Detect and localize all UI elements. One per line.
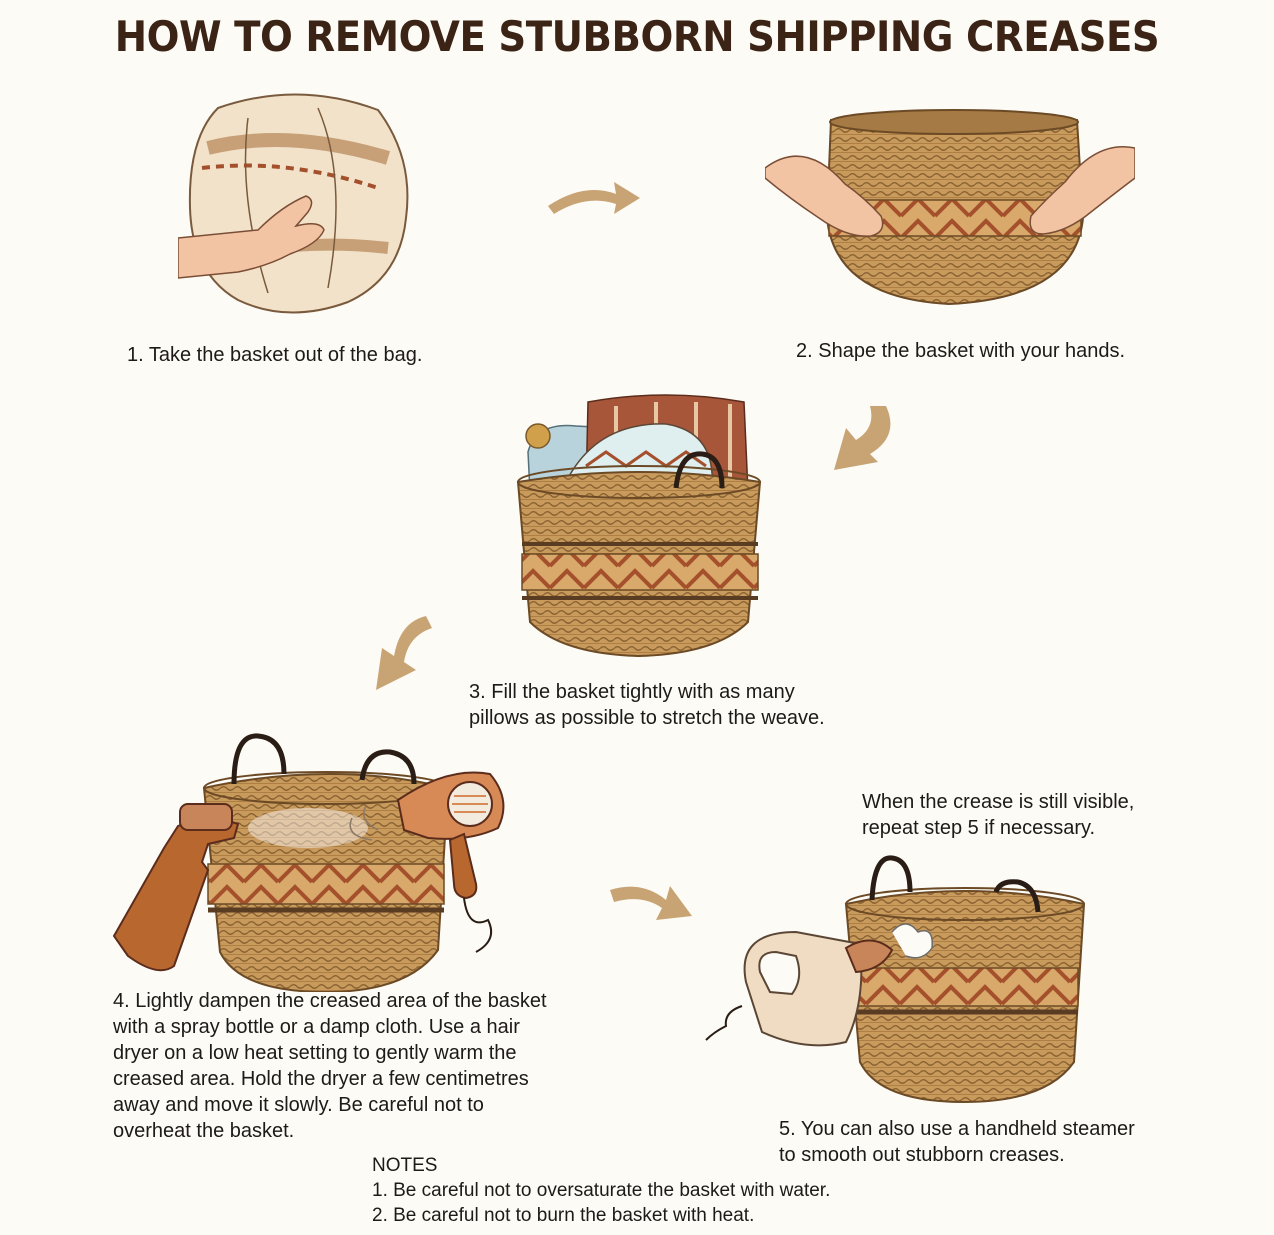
arrow-1-to-2: [544, 170, 644, 220]
step-4-line-6: overheat the basket.: [113, 1120, 295, 1142]
step-1-caption: 1. Take the basket out of the bag.: [127, 344, 423, 366]
step-5-line-2: to smooth out stubborn creases.: [779, 1144, 1065, 1166]
step-3-illustration: [516, 392, 762, 662]
page-title: HOW TO REMOVE STUBBORN SHIPPING CREASES: [114, 12, 1160, 61]
step-2-caption: 2. Shape the basket with your hands.: [796, 340, 1126, 362]
notes-item-1: 1. Be careful not to oversaturate the ba…: [372, 1180, 831, 1201]
step-5-illustration: [696, 852, 1088, 1104]
tip-caption: When the crease is still visible, repeat…: [862, 789, 1134, 841]
step-4-caption: 4. Lightly dampen the creased area of th…: [113, 988, 547, 1144]
step-5-line-1: 5. You can also use a handheld steamer: [779, 1118, 1135, 1140]
step-2-illustration: [764, 108, 1136, 310]
arrow-3-to-4: [366, 612, 436, 692]
step-4-line-1: 4. Lightly dampen the creased area of th…: [113, 990, 547, 1012]
notes-section: NOTES 1. Be careful not to oversaturate …: [372, 1153, 830, 1228]
notes-heading: NOTES: [372, 1155, 438, 1176]
step-4-illustration: [108, 730, 512, 994]
step-3-line-2: pillows as possible to stretch the weave…: [469, 707, 825, 729]
step-3-line-1: 3. Fill the basket tightly with as many: [469, 681, 795, 703]
step-5-caption: 5. You can also use a handheld steamer t…: [779, 1116, 1135, 1168]
step-4-line-3: dryer on a low heat setting to gently wa…: [113, 1042, 517, 1064]
arrow-4-to-5: [606, 872, 696, 924]
step-4-line-5: away and move it slowly. Be careful not …: [113, 1094, 484, 1116]
step-4-line-2: with a spray bottle or a damp cloth. Use…: [113, 1016, 520, 1038]
notes-item-2: 2. Be careful not to burn the basket wit…: [372, 1205, 755, 1226]
step-3-caption: 3. Fill the basket tightly with as many …: [469, 679, 825, 731]
tip-line-2: repeat step 5 if necessary.: [862, 817, 1096, 839]
step-1-illustration: [177, 88, 418, 320]
arrow-2-to-3: [830, 402, 900, 474]
tip-line-1: When the crease is still visible,: [862, 791, 1135, 813]
step-4-line-4: creased area. Hold the dryer a few centi…: [113, 1068, 529, 1090]
